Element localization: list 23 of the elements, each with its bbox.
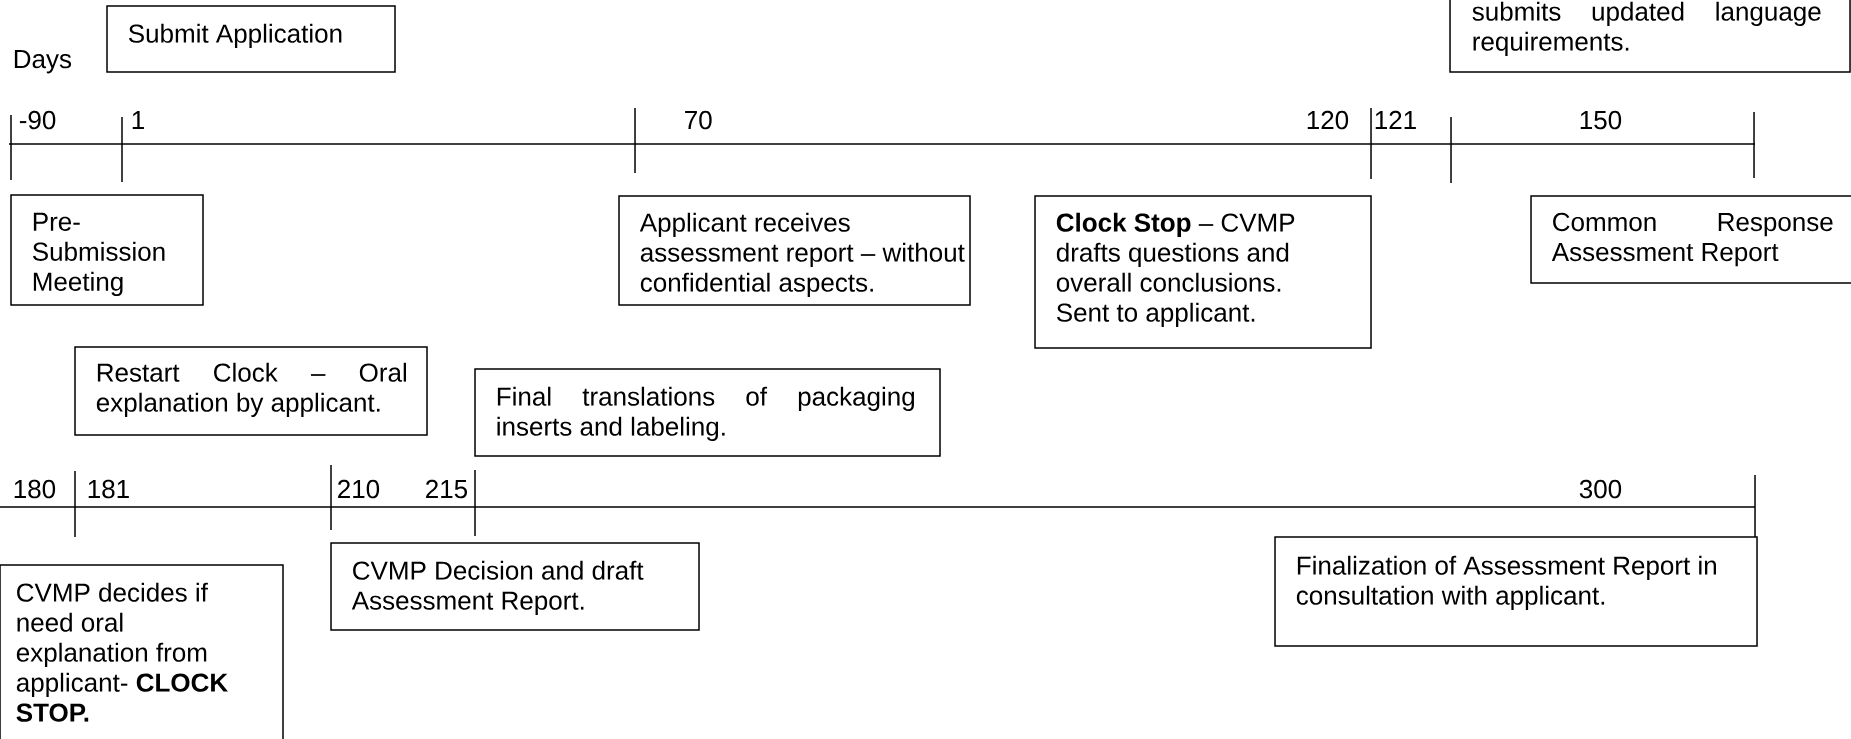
tick-label: 121 bbox=[1375, 110, 1416, 129]
tick-label: 210 bbox=[338, 479, 380, 499]
text-box: Restart Clock – Oral explanation by applicant. bbox=[74, 346, 428, 436]
text-box: Final translations of packaging inserts and labeling. bbox=[474, 368, 941, 457]
tick-label: -90 bbox=[19, 110, 56, 130]
tick-label: Days bbox=[14, 50, 72, 74]
tick-label: 1 bbox=[132, 111, 144, 129]
text-box: Applicant receives assessment report – without confidential aspects. bbox=[618, 195, 971, 306]
tick-label: 300 bbox=[1579, 479, 1622, 499]
tick-label: 180 bbox=[14, 479, 56, 499]
text-box: Clock Stop – CVMP drafts questions and overall conclusions. Sent to applicant. bbox=[1034, 195, 1372, 349]
text-box: CVMP Decision and draft Assessment Report. bbox=[330, 542, 700, 631]
tick-label: 181 bbox=[88, 479, 129, 499]
text-box: CVMP decides if need oral explanation from applicant- CLOCK STOP. bbox=[0, 564, 284, 739]
tick-label: 150 bbox=[1580, 110, 1622, 130]
tick-label: 70 bbox=[685, 110, 712, 130]
tick-label: 215 bbox=[426, 479, 468, 499]
text-box: Common Response Assessment Report bbox=[1530, 195, 1851, 284]
text-box: Pre-Submission Meeting bbox=[10, 194, 204, 306]
text-box: submits updated language requirements. bbox=[1449, 0, 1851, 73]
tick-label: 120 bbox=[1307, 110, 1349, 130]
text-box: Finalization of Assessment Report in consultation with applicant. bbox=[1274, 536, 1758, 647]
text-box: Submit Application bbox=[106, 5, 396, 73]
